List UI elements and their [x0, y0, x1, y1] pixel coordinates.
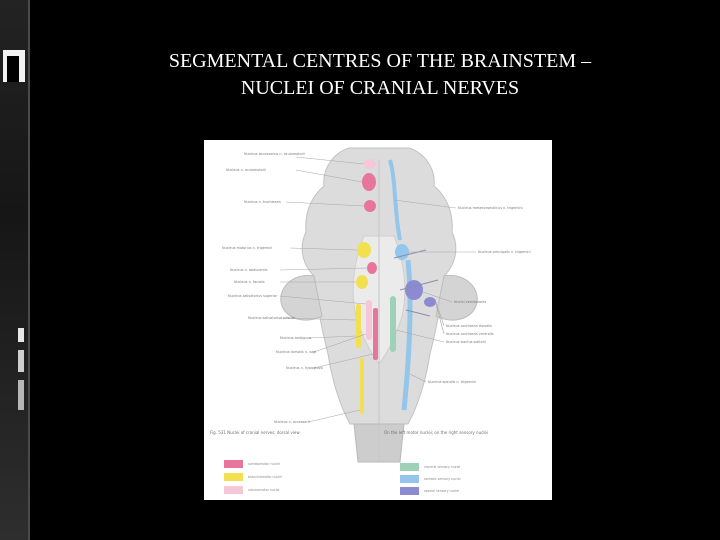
nucleus-solitary-tract	[390, 296, 396, 352]
brainstem-nuclei-figure: Nucleus accessorius n. oculomotorii Nucl…	[204, 140, 552, 500]
nucleus-dorsal-vagal	[366, 300, 372, 340]
figure-caption-left: Fig. 531 Nuclei of cranial nerves; dorsa…	[210, 430, 300, 435]
label-left-12: Nucleus n. accessorii	[274, 420, 310, 424]
brainstem-illustration	[279, 147, 478, 463]
decorative-tick-mark	[18, 350, 24, 372]
decorative-tick-mark	[18, 328, 24, 342]
label-left-5: Nucleus n. abducentis	[230, 268, 268, 272]
title-line-1: SEGMENTAL CENTRES OF THE BRAINSTEM –	[168, 50, 592, 72]
label-left-8: Nucleus salivatorius inferior	[248, 316, 296, 320]
label-right-5: Nucleus cochlearis ventralis	[446, 332, 494, 336]
label-left-1: Nucleus accessorius n. oculomotorii	[244, 152, 305, 156]
legend-swatch-visceromotor	[224, 486, 243, 494]
label-left-11: Nucleus n. hypoglossi	[286, 366, 323, 370]
decorative-tick-mark	[18, 380, 24, 410]
label-left-9: Nucleus ambiguus	[280, 336, 312, 340]
nucleus-facial	[356, 275, 368, 289]
legend-text-4: visceral sensory nuclei	[424, 465, 461, 469]
legend-text-6: special sensory nuclei	[424, 489, 460, 493]
label-right-2: Nucleus principalis n. trigemini	[478, 250, 531, 254]
label-left-3: Nucleus n. trochlearis	[244, 200, 281, 204]
label-right-1: Nucleus mesencephalicus n. trigemini	[458, 206, 523, 210]
legend-text-1: somatomotor nuclei	[248, 462, 280, 466]
label-right-6: Nucleus tractus solitarii	[446, 340, 486, 344]
left-decorative-bar	[0, 0, 30, 540]
nucleus-abducens	[367, 262, 377, 274]
nucleus-edinger-westphal	[364, 159, 376, 169]
decorative-bracket-mark-inner	[7, 56, 19, 82]
legend-text-5: somatic sensory nuclei	[424, 477, 461, 481]
nucleus-trochlear	[364, 200, 376, 212]
nucleus-ambiguus	[356, 304, 361, 348]
legend-swatch-somatomotor	[224, 460, 243, 468]
nucleus-oculomotor	[362, 173, 376, 191]
legend-swatch-special-sensory	[400, 487, 419, 495]
nucleus-principal-trigeminal	[395, 244, 409, 260]
label-right-4: Nucleus cochlearis dorsalis	[446, 324, 492, 328]
nucleus-spinal-trigeminal	[401, 259, 413, 411]
label-left-10: Nucleus dorsalis n. vagi	[276, 350, 317, 354]
figure-caption-right: On the left motor nuclei; on the right s…	[384, 430, 488, 435]
nucleus-motor-trigeminal	[357, 242, 371, 258]
left-divider-line	[28, 0, 30, 540]
legend-text-2: branchiomotor nuclei	[248, 475, 283, 479]
nucleus-accessory	[360, 358, 364, 414]
label-right-3: Nuclei vestibulares	[454, 300, 487, 304]
legend-swatch-branchiomotor	[224, 473, 243, 481]
nucleus-mesencephalic-trigeminal	[388, 159, 402, 241]
label-left-7: Nucleus salivatorius superior	[228, 294, 278, 298]
label-left-6: Nucleus n. facialis	[234, 280, 265, 284]
slide-title: SEGMENTAL CENTRES OF THE BRAINSTEM – NUC…	[140, 48, 620, 102]
label-left-2: Nucleus n. oculomotorii	[226, 168, 267, 172]
label-right-7: Nucleus spinalis n. trigemini	[428, 380, 476, 384]
nucleus-vestibular	[405, 280, 423, 300]
legend-swatch-visceral-sensory	[400, 463, 419, 471]
nucleus-hypoglossal	[373, 308, 378, 360]
label-left-4: Nucleus motorius n. trigemini	[222, 246, 273, 250]
legend-text-3: visceromotor nuclei	[248, 488, 280, 492]
title-line-2: NUCLEI OF CRANIAL NERVES	[240, 77, 520, 99]
legend-swatch-somatic-sensory	[400, 475, 419, 483]
nucleus-cochlear	[424, 297, 436, 307]
cerebellar-peduncle-right	[435, 274, 478, 321]
